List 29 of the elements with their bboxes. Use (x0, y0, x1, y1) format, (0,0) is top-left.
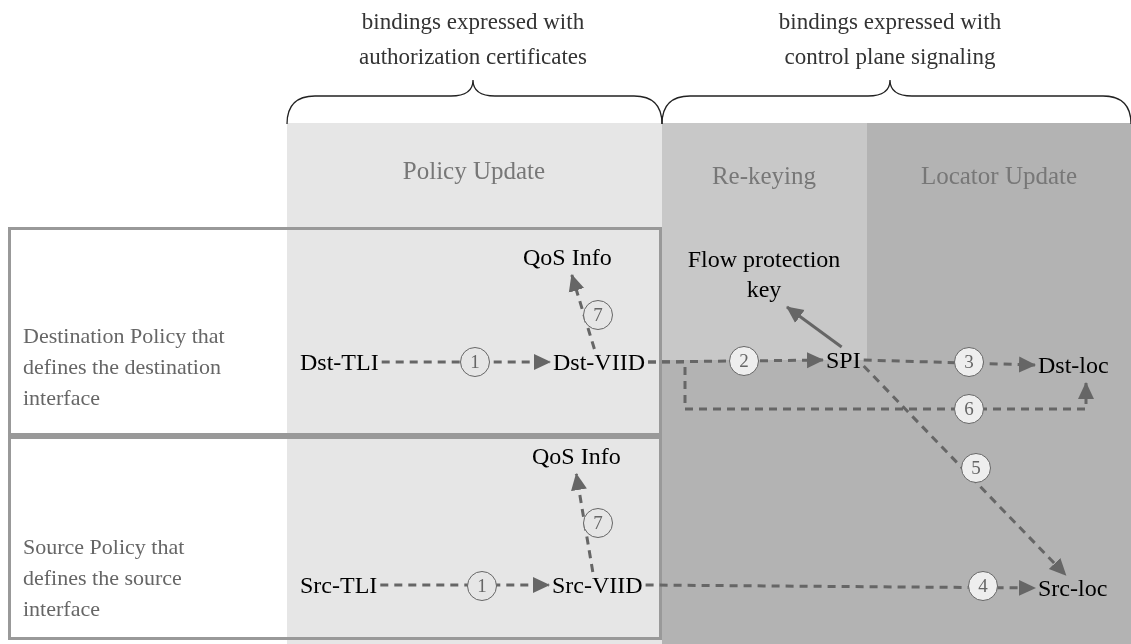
node-label: Src-VIID (552, 570, 643, 600)
node-label: Dst-loc (1038, 350, 1109, 380)
node-label: SPI (826, 345, 861, 375)
arrow (648, 360, 1094, 411)
column-title: Policy Update (401, 156, 547, 186)
node-label: QoS Info (532, 441, 621, 471)
arrow (648, 352, 824, 369)
arrow (380, 577, 550, 593)
policy-description: Source Policy that defines the source interface (23, 533, 186, 623)
policy-description: Destination Policy that defines the destination interface (23, 322, 226, 412)
node-label: QoS Info (523, 242, 612, 272)
node-label: Dst-VIID (553, 347, 645, 377)
arrow (863, 356, 1036, 373)
column-title: Re-keying (710, 161, 818, 191)
node-label: Src-loc (1038, 573, 1108, 603)
policy-box (8, 227, 662, 436)
node-label: Src-TLI (300, 570, 378, 600)
arrow (862, 364, 1067, 577)
column-title: Locator Update (919, 161, 1079, 191)
arrow (786, 305, 843, 349)
arrow (571, 473, 595, 573)
group-caption: bindings expressed with control plane signaling (777, 8, 1003, 71)
group-caption: bindings expressed with authorization certificates (358, 8, 588, 71)
node-label: Dst-TLI (300, 347, 379, 377)
node-label: Flow protection key (668, 244, 860, 304)
policy-box (8, 436, 662, 640)
arrow (568, 274, 596, 350)
arrow (381, 354, 551, 370)
arrow (645, 579, 1036, 596)
